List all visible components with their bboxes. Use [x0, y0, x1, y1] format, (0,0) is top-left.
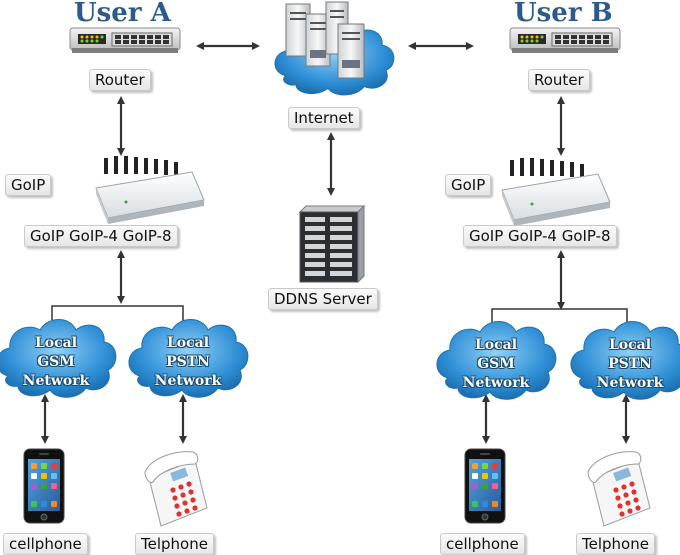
gsm-cloud-b-line-1: Local: [474, 337, 518, 353]
pstn-cloud-a-line-3: Network: [154, 373, 222, 389]
pstn-cloud-a-text: Local PSTN Network: [136, 334, 240, 391]
telphone-a-label: Telphone: [135, 533, 214, 555]
pstn-cloud-a-line-2: PSTN: [166, 354, 210, 370]
branch-line-b: [491, 308, 628, 322]
goip-b-models-label: GoIP GoIP-4 GoIP-8: [463, 225, 617, 247]
gsm-cloud-a-line-1: Local: [34, 335, 78, 351]
pstn-cloud-b-line-2: PSTN: [608, 356, 652, 372]
user-b-title: User B: [514, 0, 613, 28]
cellphone-a-icon: [23, 448, 65, 524]
telphone-b-icon: [587, 451, 651, 527]
router-b-label: Router: [528, 69, 590, 91]
router-b-icon: [509, 27, 621, 54]
internet-servers-icon: [285, 1, 365, 79]
gsm-cloud-b-line-3: Network: [462, 375, 530, 391]
goip-a-device-icon: [95, 155, 205, 225]
ddns-server-label: DDNS Server: [268, 288, 378, 310]
telphone-a-icon: [144, 451, 208, 527]
pstn-cloud-b-line-3: Network: [596, 375, 664, 391]
gsm-cloud-a-line-3: Network: [22, 373, 90, 389]
branch-line-a: [51, 305, 184, 322]
goip-a-models-label: GoIP GoIP-4 GoIP-8: [24, 225, 178, 247]
user-a-title: User A: [74, 0, 171, 28]
pstn-cloud-b-text: Local PSTN Network: [578, 336, 680, 393]
goip-b-device-icon: [501, 157, 611, 227]
internet-label: Internet: [288, 107, 360, 129]
cellphone-b-label: cellphone: [440, 533, 525, 555]
router-a-label: Router: [89, 69, 151, 91]
ddns-server-icon: [298, 204, 366, 284]
gsm-cloud-b-line-2: GSM: [477, 356, 515, 372]
telphone-b-label: Telphone: [576, 533, 655, 555]
cellphone-b-icon: [464, 448, 506, 524]
pstn-cloud-b-line-1: Local: [608, 337, 652, 353]
pstn-cloud-a-line-1: Local: [166, 335, 210, 351]
gsm-cloud-a-line-2: GSM: [37, 354, 75, 370]
router-a-icon: [69, 27, 181, 54]
goip-b-label: GoIP: [445, 174, 492, 196]
gsm-cloud-a-text: Local GSM Network: [4, 334, 108, 391]
gsm-cloud-b-text: Local GSM Network: [444, 336, 548, 393]
cellphone-a-label: cellphone: [3, 533, 88, 555]
goip-a-label: GoIP: [5, 174, 52, 196]
